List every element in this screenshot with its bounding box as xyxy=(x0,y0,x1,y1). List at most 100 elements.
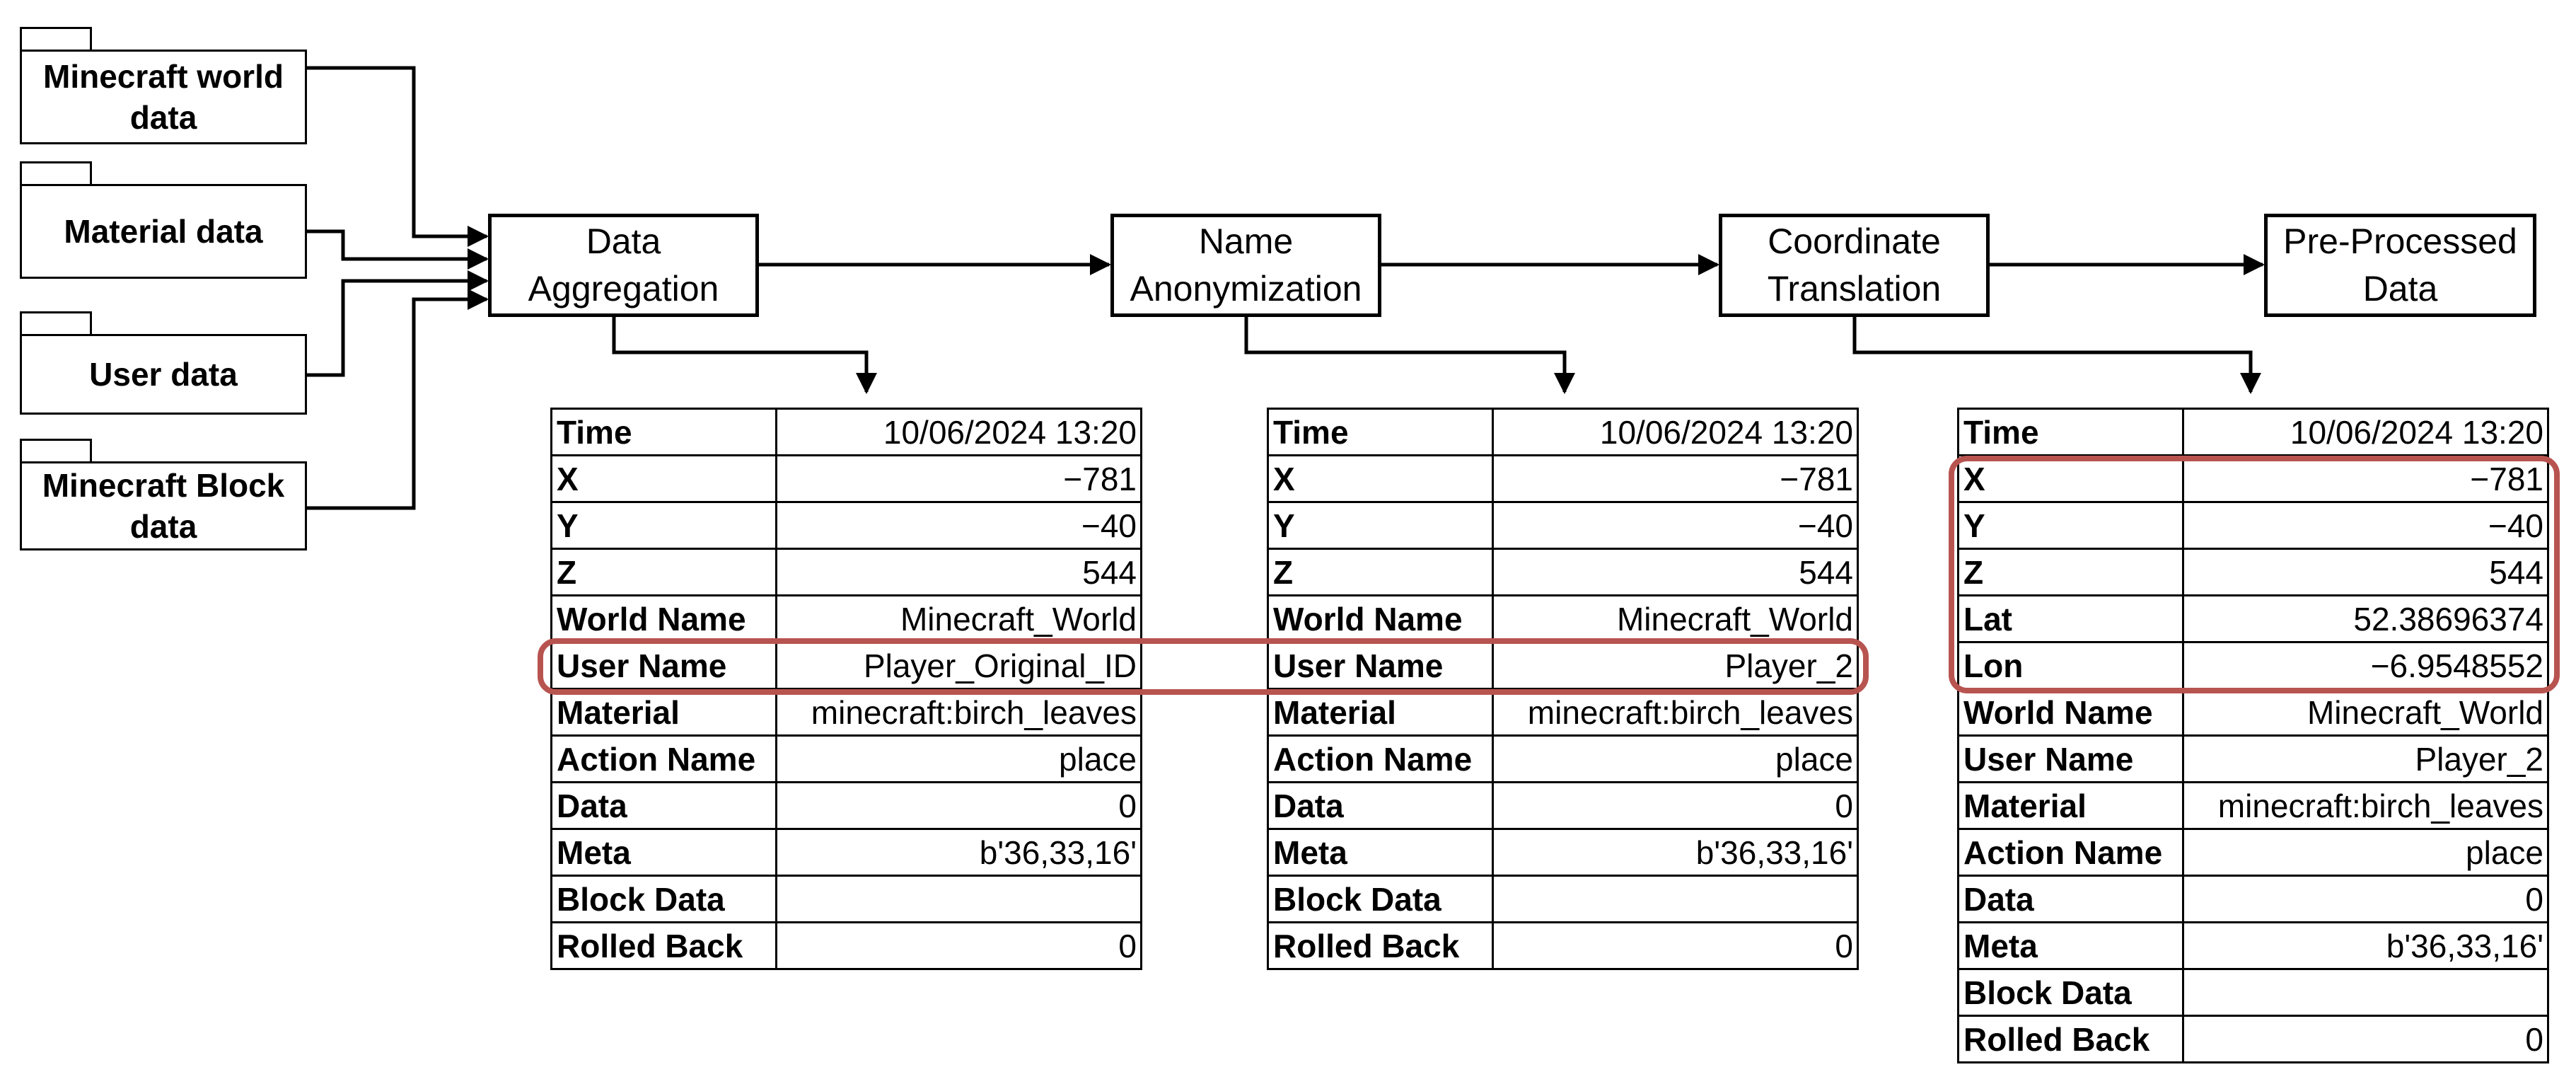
table-row-value: b'36,33,16' xyxy=(777,830,1142,877)
table-row-value: place xyxy=(777,737,1142,783)
table-row-key: Time xyxy=(1959,410,2184,456)
source-label: Material data xyxy=(64,213,263,250)
table-row-value: b'36,33,16' xyxy=(2184,923,2549,970)
table-row-key: Block Data xyxy=(1959,970,2184,1017)
table-row-value: 544 xyxy=(777,550,1142,596)
table-row-value: minecraft:birch_leaves xyxy=(1494,690,1859,737)
table-row-value xyxy=(1494,877,1859,923)
table-row-value: Player_2 xyxy=(1494,643,1859,690)
table-row-value: −40 xyxy=(777,503,1142,550)
table-row-value: Player_2 xyxy=(2184,737,2549,783)
connector-block-to-aggregation xyxy=(307,289,489,510)
step-pre-processed-data: Pre-Processed Data xyxy=(2264,214,2536,317)
table-row-value: −6.9548552 xyxy=(2184,643,2549,690)
table-row-key: Time xyxy=(552,410,777,456)
step-name-anonymization: Name Anonymization xyxy=(1110,214,1381,317)
table-row-value: 544 xyxy=(1494,550,1859,596)
table-row-key: Y xyxy=(1959,503,2184,550)
table-row-key: User Name xyxy=(1959,737,2184,783)
table-row-value: 10/06/2024 13:20 xyxy=(1494,410,1859,456)
table-row-value: 0 xyxy=(1494,783,1859,830)
table-row-key: Rolled Back xyxy=(1959,1017,2184,1063)
connector-aggregation-to-table xyxy=(612,316,877,394)
table-row-key: Meta xyxy=(1269,830,1494,877)
table-row-value: 10/06/2024 13:20 xyxy=(777,410,1142,456)
table-row-value: 544 xyxy=(2184,550,2549,596)
table-row-value xyxy=(777,877,1142,923)
table-row-key: Rolled Back xyxy=(552,923,777,970)
table-row-key: Data xyxy=(1959,877,2184,923)
table-row-key: Block Data xyxy=(552,877,777,923)
table-row-key: User Name xyxy=(1269,643,1494,690)
table-row-value: −781 xyxy=(2184,456,2549,503)
table-row-value: minecraft:birch_leaves xyxy=(2184,783,2549,830)
source-minecraft-block-data: Minecraft Block data xyxy=(20,461,307,550)
connector-user-to-aggregation xyxy=(307,270,489,377)
connector-anonymization-to-table xyxy=(1244,316,1575,394)
table-row-value: 52.38696374 xyxy=(2184,596,2549,643)
table-row-value: −40 xyxy=(2184,503,2549,550)
table-row-key: User Name xyxy=(552,643,777,690)
coordinates-highlight xyxy=(1949,456,2560,693)
table-row-value: 10/06/2024 13:20 xyxy=(2184,410,2549,456)
table-row-key: X xyxy=(1959,456,2184,503)
table-row-key: Y xyxy=(1269,503,1494,550)
table-row-key: Lat xyxy=(1959,596,2184,643)
table-row-key: World Name xyxy=(1959,690,2184,737)
table-row-value: 0 xyxy=(777,923,1142,970)
table-row-key: Action Name xyxy=(1959,830,2184,877)
source-material-data: Material data xyxy=(20,184,307,279)
connector-material-to-aggregation xyxy=(307,229,489,270)
table-row-key: Time xyxy=(1269,410,1494,456)
table-row-value: place xyxy=(1494,737,1859,783)
table-row-key: X xyxy=(552,456,777,503)
table-row-key: Material xyxy=(1269,690,1494,737)
table-row-value: Minecraft_World xyxy=(1494,596,1859,643)
user-name-highlight xyxy=(538,638,1869,695)
table-row-key: Data xyxy=(552,783,777,830)
source-minecraft-world-data: Minecraft world data xyxy=(20,50,307,144)
table-row-value: 0 xyxy=(777,783,1142,830)
table-row-value: 0 xyxy=(1494,923,1859,970)
table-row-value: place xyxy=(2184,830,2549,877)
table-row-key: Z xyxy=(1959,550,2184,596)
source-label: User data xyxy=(89,356,238,393)
step-label: Data Aggregation xyxy=(528,221,719,309)
table-row-key: Material xyxy=(552,690,777,737)
table-row-key: Material xyxy=(1959,783,2184,830)
table-row-value: Minecraft_World xyxy=(777,596,1142,643)
table-row-value: 0 xyxy=(2184,877,2549,923)
table-row-value: −40 xyxy=(1494,503,1859,550)
table-row-value: Player_Original_ID xyxy=(777,643,1142,690)
source-tab xyxy=(20,27,92,51)
source-tab xyxy=(20,311,92,335)
connector-world-to-aggregation xyxy=(307,66,489,247)
step-coordinate-translation: Coordinate Translation xyxy=(1719,214,1990,317)
step-label: Name Anonymization xyxy=(1130,221,1362,309)
table-row-value: minecraft:birch_leaves xyxy=(777,690,1142,737)
table-row-value: Minecraft_World xyxy=(2184,690,2549,737)
step-data-aggregation: Data Aggregation xyxy=(488,214,759,317)
step-label: Coordinate Translation xyxy=(1767,221,1942,309)
table-row-key: Action Name xyxy=(552,737,777,783)
table-row-value: b'36,33,16' xyxy=(1494,830,1859,877)
table-row-key: Meta xyxy=(1959,923,2184,970)
table-row-value: −781 xyxy=(1494,456,1859,503)
table-row-key: World Name xyxy=(552,596,777,643)
table-row-key: Y xyxy=(552,503,777,550)
table-row-key: X xyxy=(1269,456,1494,503)
table-row-key: Rolled Back xyxy=(1269,923,1494,970)
table-row-value: 0 xyxy=(2184,1017,2549,1063)
table-row-key: Data xyxy=(1269,783,1494,830)
table-row-key: Block Data xyxy=(1269,877,1494,923)
source-user-data: User data xyxy=(20,334,307,415)
table-row-key: Z xyxy=(1269,550,1494,596)
connector-translation-to-table xyxy=(1852,316,2261,394)
step-label: Pre-Processed Data xyxy=(2283,221,2517,309)
table-row-key: Meta xyxy=(552,830,777,877)
table-row-value xyxy=(2184,970,2549,1017)
table-row-key: Z xyxy=(552,550,777,596)
source-tab xyxy=(20,161,92,185)
